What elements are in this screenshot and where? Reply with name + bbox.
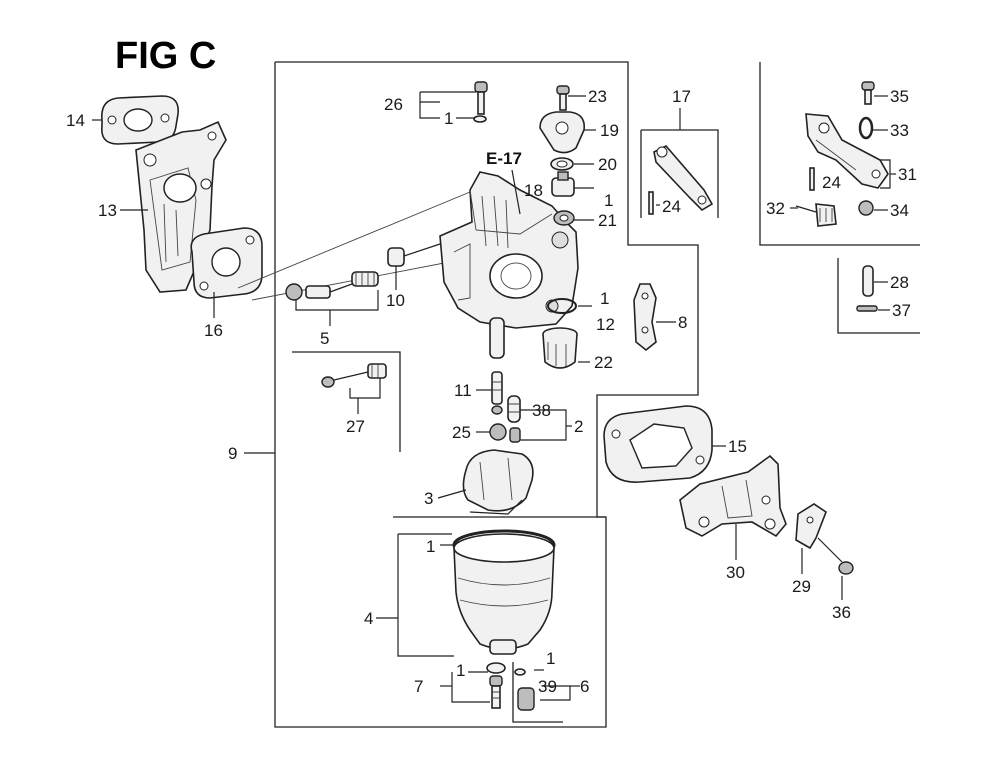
pilot-screw-10 xyxy=(387,243,441,267)
sub-box-17 xyxy=(641,129,719,218)
callout-24-a: 24 xyxy=(662,197,681,216)
callout-38: 38 xyxy=(532,401,551,420)
float-bowl-4 xyxy=(452,529,556,655)
screw-32 xyxy=(795,203,837,227)
callout-34: 34 xyxy=(890,201,909,220)
callout-13: 13 xyxy=(98,201,117,220)
screw-35 xyxy=(861,81,875,105)
screw-26 xyxy=(473,81,488,123)
plate-30 xyxy=(679,454,787,538)
callout-9: 9 xyxy=(228,444,237,463)
leader-lines xyxy=(92,91,896,703)
callout-8: 8 xyxy=(678,313,687,332)
pin-24-b xyxy=(809,167,815,191)
pin-24-a xyxy=(648,191,654,215)
callout-1-drain: 1 xyxy=(546,649,555,668)
main-nozzle-11 xyxy=(491,371,503,415)
small-right-box xyxy=(837,258,920,334)
gasket-14 xyxy=(101,95,179,145)
clip-37 xyxy=(856,305,878,312)
main-jet-25 xyxy=(489,423,507,441)
gasket-15 xyxy=(603,405,713,483)
screw-23 xyxy=(556,85,570,111)
insulator-bracket-13 xyxy=(135,120,227,293)
drain-box xyxy=(512,662,563,723)
nut-34 xyxy=(858,200,874,216)
callout-10: 10 xyxy=(386,291,405,310)
gasket-16 xyxy=(190,227,263,299)
pilot-screw-set-5 xyxy=(285,271,379,301)
washer-20 xyxy=(550,157,574,171)
callout-37: 37 xyxy=(892,301,911,320)
callout-15: 15 xyxy=(728,437,747,456)
carburetor-body xyxy=(439,171,579,359)
washer-21 xyxy=(553,210,575,226)
figure-title: FIG C xyxy=(115,35,216,77)
assembly-9-boundary xyxy=(274,61,699,728)
callout-1-bolt: 1 xyxy=(456,661,465,680)
callout-29: 29 xyxy=(792,577,811,596)
callout-20: 20 xyxy=(598,155,617,174)
fitting-18 xyxy=(551,171,575,197)
callout-33: 33 xyxy=(890,121,909,140)
callout-1-bowl: 1 xyxy=(426,537,435,556)
callout-26: 26 xyxy=(384,95,403,114)
callout-21: 21 xyxy=(598,211,617,230)
upper-right-box xyxy=(759,62,920,246)
callout-35: 35 xyxy=(890,87,909,106)
callout-4: 4 xyxy=(364,609,373,628)
guide-line-upper xyxy=(237,191,471,289)
float-3 xyxy=(462,449,534,515)
callout-6: 6 xyxy=(580,677,589,696)
callout-11: 11 xyxy=(454,381,472,400)
callout-27: 27 xyxy=(346,417,365,436)
callout-7: 7 xyxy=(414,677,423,696)
bracket-29 xyxy=(795,503,827,550)
callout-28: 28 xyxy=(890,273,909,292)
lever-31 xyxy=(805,113,889,189)
callout-1-ring: 1 xyxy=(600,289,609,308)
callout-22: 22 xyxy=(594,353,613,372)
callout-1-upper: 1 xyxy=(604,191,613,210)
callout-19: 19 xyxy=(600,121,619,140)
callout-14: 14 xyxy=(66,111,85,130)
callout-18: 18 xyxy=(524,181,543,200)
bolt-7 xyxy=(486,662,506,709)
callout-25: 25 xyxy=(452,423,471,442)
callout-32: 32 xyxy=(766,199,785,218)
ring-12 xyxy=(547,298,577,314)
jet-assy-27 xyxy=(321,363,387,388)
callout-16: 16 xyxy=(204,321,223,340)
callout-5: 5 xyxy=(320,329,329,348)
callout-2: 2 xyxy=(574,417,583,436)
callout-36: 36 xyxy=(832,603,851,622)
float-22 xyxy=(542,327,578,369)
callout-12: 12 xyxy=(596,315,615,334)
callout-30: 30 xyxy=(726,563,745,582)
callout-31: 31 xyxy=(898,165,917,184)
callout-24-b: 24 xyxy=(822,173,841,192)
lever-17 xyxy=(653,145,714,212)
bolt-36 xyxy=(817,537,854,575)
pin-28 xyxy=(862,265,874,297)
callout-17: 17 xyxy=(672,87,691,106)
drain-screw-6 xyxy=(514,668,535,711)
reference-label-e17: E-17 xyxy=(486,149,522,168)
spring-33 xyxy=(858,116,874,140)
float-valve-8 xyxy=(633,283,657,352)
callout-3: 3 xyxy=(424,489,433,508)
callout-39: 39 xyxy=(538,677,557,696)
plate-19 xyxy=(539,111,586,154)
spring-38 xyxy=(507,395,521,443)
jet-box-27 xyxy=(292,351,401,452)
callout-1-top: 1 xyxy=(444,109,453,128)
callout-23: 23 xyxy=(588,87,607,106)
